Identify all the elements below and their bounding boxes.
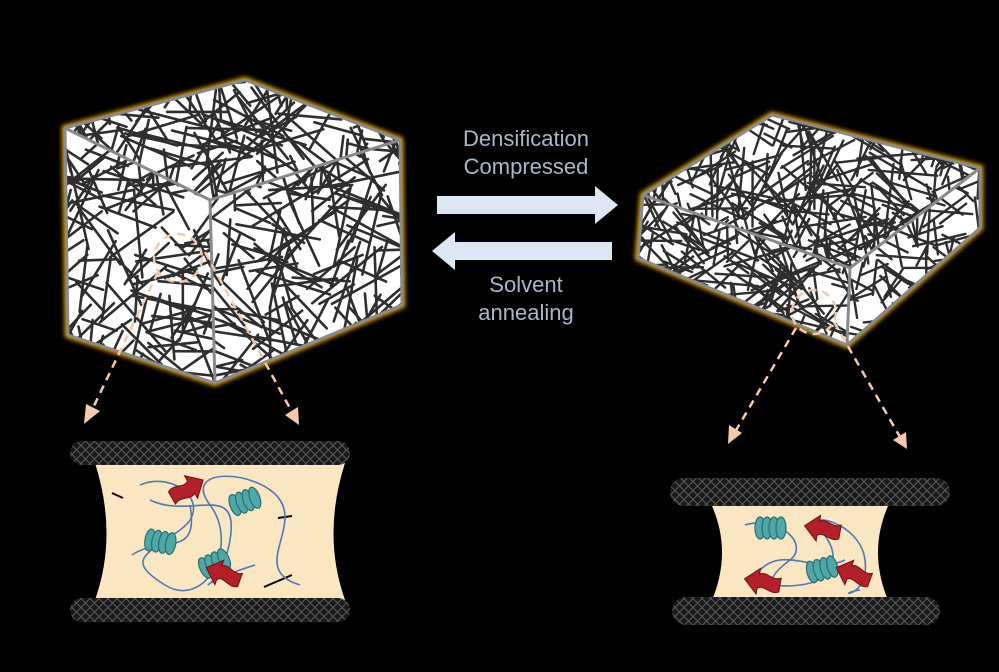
solvent-label: Solvent: [489, 272, 562, 297]
beta-sheet-arrow-icon: [803, 514, 842, 543]
solvent-annealing-arrow: [432, 232, 612, 270]
carbon-nanotube-icon: [672, 597, 940, 625]
block-edges: [63, 78, 404, 385]
densification-label: Densification: [463, 126, 589, 151]
beta-sheet-arrow-icon: [167, 474, 204, 506]
beta-sheet-arrow-icon: [205, 559, 244, 588]
alpha-helix-icon: [144, 528, 177, 556]
carbon-nanotube-icon: [70, 441, 350, 465]
annealing-label: annealing: [478, 300, 573, 325]
expanded-block: [61, 76, 406, 387]
zoom-indicators: [90, 232, 902, 438]
expanded-molecular-detail: [70, 441, 350, 622]
carbon-nanotube-icon: [70, 598, 350, 622]
zoom-arrowheads: [84, 404, 907, 449]
compressed-label: Compressed: [464, 154, 589, 179]
alpha-helix-icon: [805, 555, 839, 584]
alpha-helix-icon: [754, 516, 787, 540]
carbon-nanotube-icon: [670, 478, 950, 506]
beta-sheet-arrow-icon: [743, 567, 782, 596]
alpha-helix-icon: [228, 486, 262, 517]
beta-sheet-arrow-icon: [835, 559, 874, 588]
densified-molecular-detail: [670, 478, 950, 625]
densification-arrow: [437, 186, 618, 224]
densified-block: [634, 111, 983, 349]
